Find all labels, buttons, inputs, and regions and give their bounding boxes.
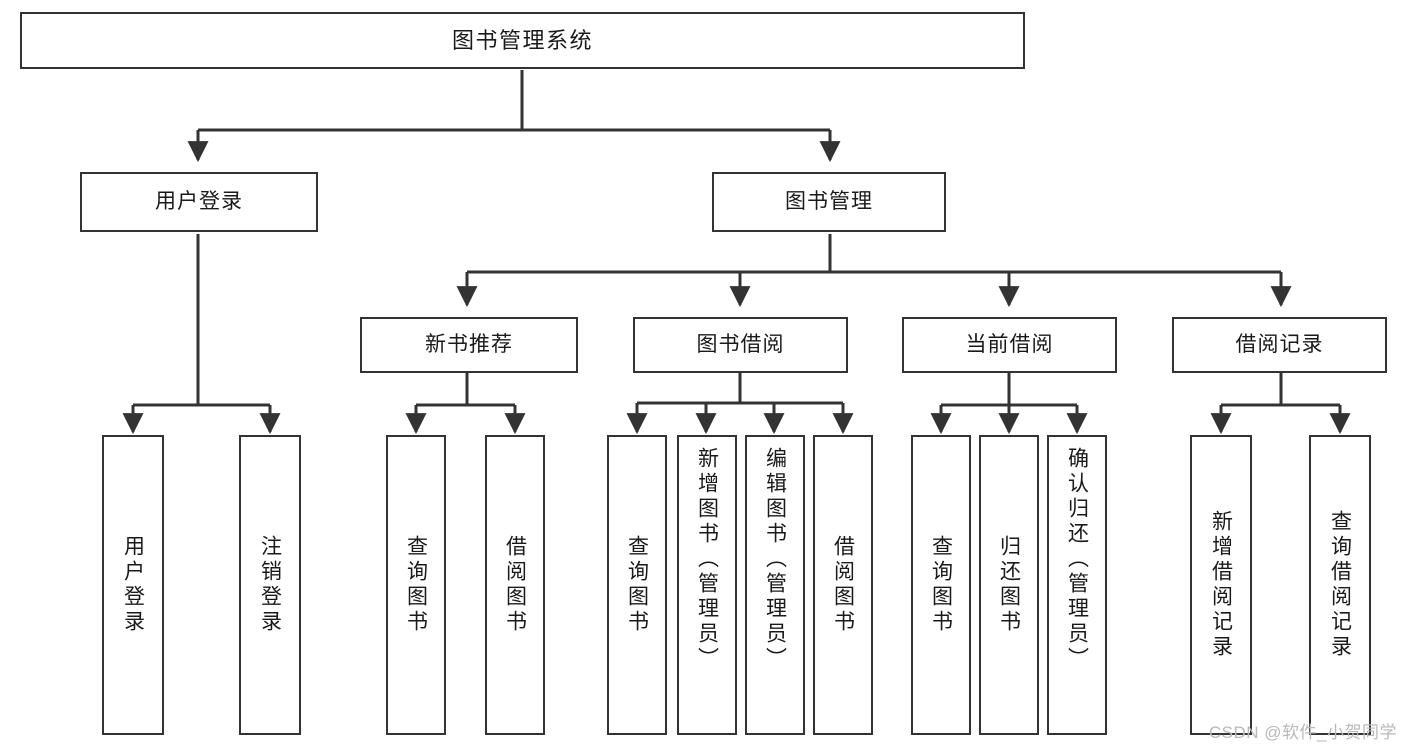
leaf-new-book-borrow[interactable]: 借阅图书 bbox=[485, 435, 545, 735]
node-label: 当前借阅 bbox=[965, 332, 1054, 356]
node-book-management[interactable]: 图书管理 bbox=[712, 172, 946, 232]
node-label: 查询图书 bbox=[929, 535, 953, 635]
node-label: 查询图书 bbox=[404, 535, 428, 635]
node-label: 图书管理 bbox=[785, 189, 873, 213]
node-borrow-record[interactable]: 借阅记录 bbox=[1172, 317, 1387, 373]
node-label: 编辑图书（管理员） bbox=[763, 447, 787, 672]
node-label: 查询借阅记录 bbox=[1328, 510, 1352, 660]
node-new-book-recommend[interactable]: 新书推荐 bbox=[360, 317, 578, 373]
node-user-login[interactable]: 用户登录 bbox=[80, 172, 318, 232]
leaf-book-borrow-borrow[interactable]: 借阅图书 bbox=[813, 435, 873, 735]
node-label: 用户登录 bbox=[121, 535, 145, 635]
leaf-new-book-query[interactable]: 查询图书 bbox=[386, 435, 446, 735]
leaf-borrow-record-add[interactable]: 新增借阅记录 bbox=[1190, 435, 1252, 735]
node-label: 用户登录 bbox=[155, 189, 243, 213]
leaf-current-borrow-confirm-return[interactable]: 确认归还（管理员） bbox=[1047, 435, 1107, 735]
node-label: 图书借阅 bbox=[696, 332, 785, 356]
node-root-system[interactable]: 图书管理系统 bbox=[20, 12, 1025, 69]
leaf-current-borrow-return[interactable]: 归还图书 bbox=[979, 435, 1039, 735]
node-label: 确认归还（管理员） bbox=[1065, 447, 1089, 672]
leaf-book-borrow-query[interactable]: 查询图书 bbox=[607, 435, 667, 735]
node-label: 归还图书 bbox=[997, 535, 1021, 635]
node-label: 新增图书（管理员） bbox=[695, 447, 719, 672]
node-label: 图书管理系统 bbox=[451, 27, 593, 53]
node-current-borrow[interactable]: 当前借阅 bbox=[902, 317, 1117, 373]
node-label: 借阅记录 bbox=[1235, 332, 1324, 356]
csdn-watermark: CSDN @软件_小贺同学 bbox=[1208, 723, 1397, 742]
leaf-current-borrow-query[interactable]: 查询图书 bbox=[911, 435, 971, 735]
node-label: 新增借阅记录 bbox=[1209, 510, 1233, 660]
leaf-book-borrow-edit[interactable]: 编辑图书（管理员） bbox=[745, 435, 805, 735]
node-label: 借阅图书 bbox=[831, 535, 855, 635]
leaf-book-borrow-add[interactable]: 新增图书（管理员） bbox=[677, 435, 737, 735]
leaf-user-login-logout[interactable]: 注销登录 bbox=[239, 435, 301, 735]
node-label: 注销登录 bbox=[258, 535, 282, 635]
leaf-borrow-record-query[interactable]: 查询借阅记录 bbox=[1309, 435, 1371, 735]
node-label: 借阅图书 bbox=[503, 535, 527, 635]
node-label: 查询图书 bbox=[625, 535, 649, 635]
leaf-user-login-login[interactable]: 用户登录 bbox=[102, 435, 164, 735]
node-label: 新书推荐 bbox=[425, 332, 513, 356]
node-book-borrow[interactable]: 图书借阅 bbox=[633, 317, 848, 373]
